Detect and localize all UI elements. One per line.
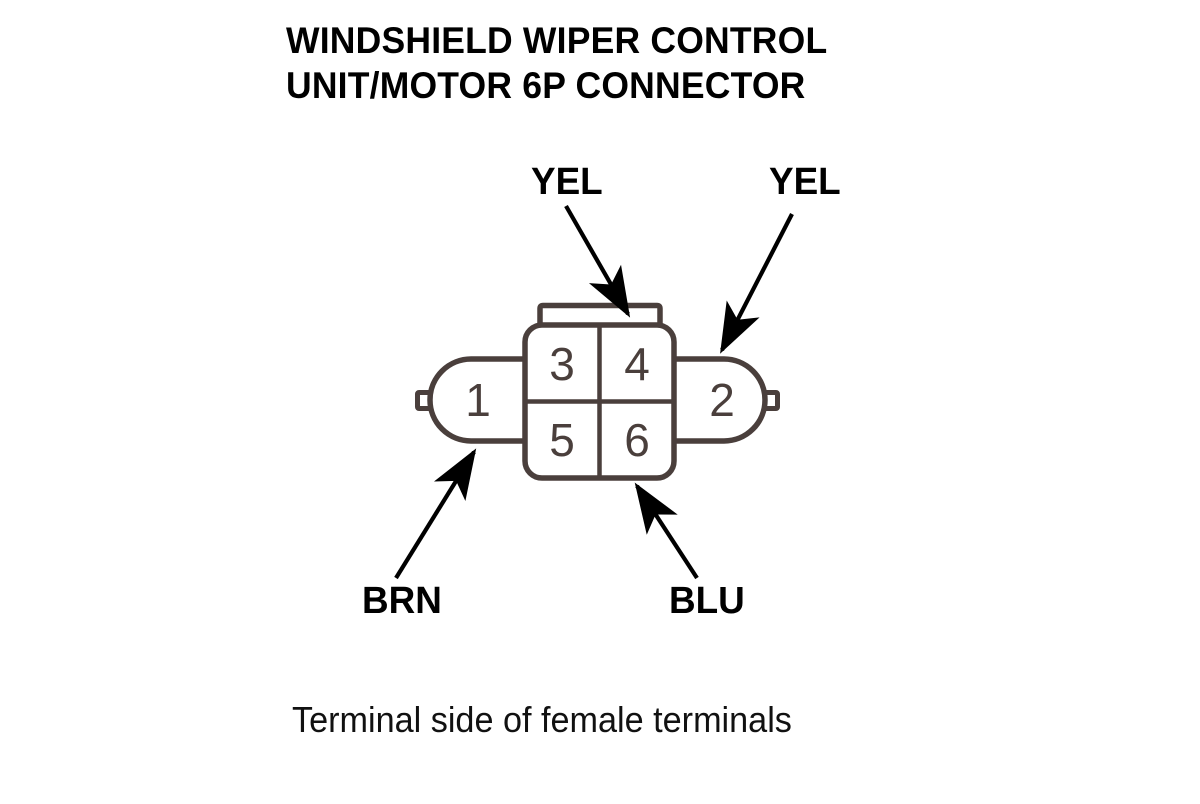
page-title: WINDSHIELD WIPER CONTROL UNIT/MOTOR 6P C…	[286, 18, 986, 108]
leader-line-blu	[634, 482, 699, 580]
pin-number-3: 3	[549, 338, 575, 390]
leader-line-group	[394, 204, 794, 580]
pin-number-6: 6	[624, 414, 650, 466]
pin-number-5: 5	[549, 414, 575, 466]
page-title-line-1: WINDSHIELD WIPER CONTROL	[286, 20, 828, 61]
diagram-caption: Terminal side of female terminals	[292, 699, 792, 740]
pin-number-4: 4	[624, 338, 650, 390]
connector-center-body	[522, 322, 677, 481]
pin-number-1: 1	[465, 374, 491, 426]
callout-label-yel-right: YEL	[769, 161, 841, 203]
leader-line-yel-left	[564, 204, 631, 318]
leader-line-brn	[394, 448, 477, 580]
callout-label-blu: BLU	[669, 580, 745, 622]
callout-label-brn: BRN	[362, 580, 442, 622]
page-title-line-2: UNIT/MOTOR 6P CONNECTOR	[286, 65, 806, 106]
leader-line-yel-right	[720, 213, 794, 354]
pin-number-2: 2	[709, 374, 735, 426]
pin-number-group: 1 2 3 4 5 6	[465, 338, 735, 466]
callout-label-yel-left: YEL	[531, 161, 603, 203]
